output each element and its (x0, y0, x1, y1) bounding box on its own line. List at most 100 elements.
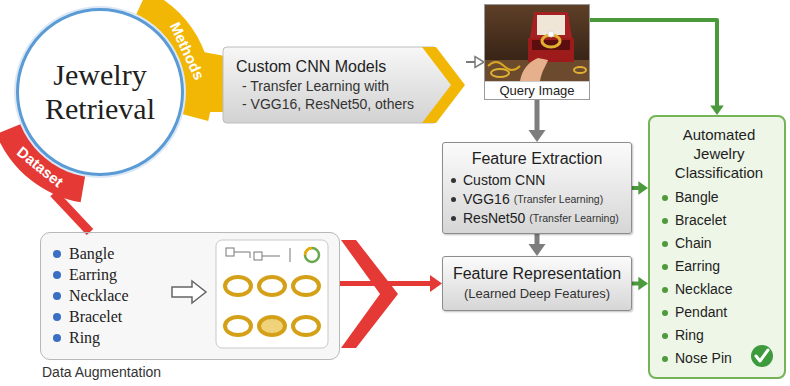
list-item: Earring (69, 264, 117, 285)
list-item: ResNet50 (463, 209, 525, 228)
bullet-dot (53, 334, 61, 342)
bullet-dot (53, 250, 61, 258)
list-item: Custom CNN (463, 171, 545, 190)
bullet-dot (662, 287, 668, 293)
red-chevron (341, 240, 398, 348)
connector (632, 277, 648, 291)
list-row: Necklace (53, 285, 327, 306)
bullet-dot (662, 195, 668, 201)
arrow-head (529, 244, 546, 256)
list-row: Ring (662, 324, 776, 347)
list-item: VGG16 (463, 190, 510, 209)
box-text: - Transfer Learning with (236, 77, 432, 95)
box-heading: Feature Representation (451, 264, 623, 284)
connector-line (535, 234, 540, 245)
arrow-head (475, 57, 484, 68)
bullet-dot (662, 218, 668, 224)
connector-line (466, 61, 476, 63)
topic-circle: Jewelry Retrieval (16, 8, 184, 176)
panel-fill (648, 115, 786, 379)
check-badge (751, 345, 773, 367)
ring-box (528, 38, 574, 62)
item-note: (Transfer Learning) (529, 209, 618, 228)
list-item: Chain (675, 232, 712, 255)
list-row: Chain (662, 232, 776, 255)
bullet-dot (53, 271, 61, 279)
list-item: Necklace (69, 285, 129, 306)
gold-ring (574, 67, 586, 73)
gold-ring (293, 317, 319, 335)
gold-ring (225, 277, 251, 295)
panel-fill (40, 232, 340, 360)
flow-icon (305, 248, 319, 262)
list-row: Custom CNN (451, 171, 623, 190)
caption-label: Data Augmentation (42, 364, 161, 381)
arrow-head (529, 130, 546, 142)
box-text: - VGG16, ResNet50, others (236, 95, 432, 113)
connector-line (590, 20, 717, 106)
list-item: Earring (675, 255, 720, 278)
gold-chain (491, 69, 509, 77)
connector-line (632, 282, 639, 286)
arrow-head (638, 277, 648, 291)
photo-ground (485, 5, 589, 81)
list-item: Nose Pin (675, 347, 732, 370)
check-mark (756, 350, 768, 361)
bullet-dot (662, 310, 668, 316)
list-row: Earring (662, 255, 776, 278)
gem (548, 31, 554, 37)
connector (54, 193, 90, 232)
bullet-dot (451, 178, 456, 183)
arrow-head (638, 181, 648, 195)
box-text: Query Image (485, 81, 589, 99)
banner-body (223, 47, 463, 123)
list-item: Bracelet (69, 306, 122, 327)
bullet-dot (451, 197, 456, 202)
box-text: (Learned Deep Features) (451, 286, 623, 303)
gold-ring (225, 317, 251, 335)
connector (529, 100, 546, 142)
list-item: Pendant (675, 301, 727, 324)
bullet-dot (662, 356, 668, 362)
list-row: Bangle (662, 186, 776, 209)
bullet-dot (662, 264, 668, 270)
process-box: Feature ExtractionCustom CNNVGG16 (Transf… (442, 142, 632, 234)
ring-box-lid (530, 12, 572, 38)
bullet-dot (451, 216, 456, 221)
class-list-box: Automated Jewelry ClassificationBangleBr… (648, 115, 786, 379)
dataset-box: BangleEarringNecklaceBraceletRing (40, 232, 340, 360)
list-row: Earring (53, 264, 327, 285)
connector-line (632, 186, 639, 190)
gold-ring (259, 277, 285, 295)
list-item: Bracelet (675, 209, 726, 232)
query-image-box: Query Image (484, 4, 590, 100)
methods-banner: Custom CNN Models- Transfer Learning wit… (222, 46, 466, 124)
bullet-dot (53, 313, 61, 321)
augmentation-panel (216, 240, 328, 348)
image-panel (216, 240, 328, 348)
connector-line (535, 100, 540, 131)
connector (529, 234, 546, 256)
box-heading: Custom CNN Models (236, 57, 432, 77)
connector (466, 57, 484, 68)
query-photo (485, 5, 589, 81)
arrow-head (710, 105, 724, 115)
flow-icon (226, 248, 234, 256)
list-item: Bangle (69, 243, 114, 264)
bullet-dot (662, 241, 668, 247)
flow-icon (234, 252, 250, 258)
list-row: Pendant (662, 301, 776, 324)
process-box: Feature Representation (Learned Deep Feat… (442, 256, 632, 311)
list-item: Ring (675, 324, 704, 347)
box-text: Jewelry Retrieval (19, 58, 181, 125)
gold-ring (293, 277, 319, 295)
connector-line (340, 281, 431, 286)
list-row: Nose Pin (662, 347, 776, 370)
list-item: Necklace (675, 278, 733, 301)
box-heading: Automated Jewelry Classification (662, 125, 776, 182)
box-heading: Feature Extraction (451, 149, 623, 169)
gold-ring (259, 317, 285, 335)
arrow-head (430, 275, 442, 292)
bullet-dot (53, 292, 61, 300)
